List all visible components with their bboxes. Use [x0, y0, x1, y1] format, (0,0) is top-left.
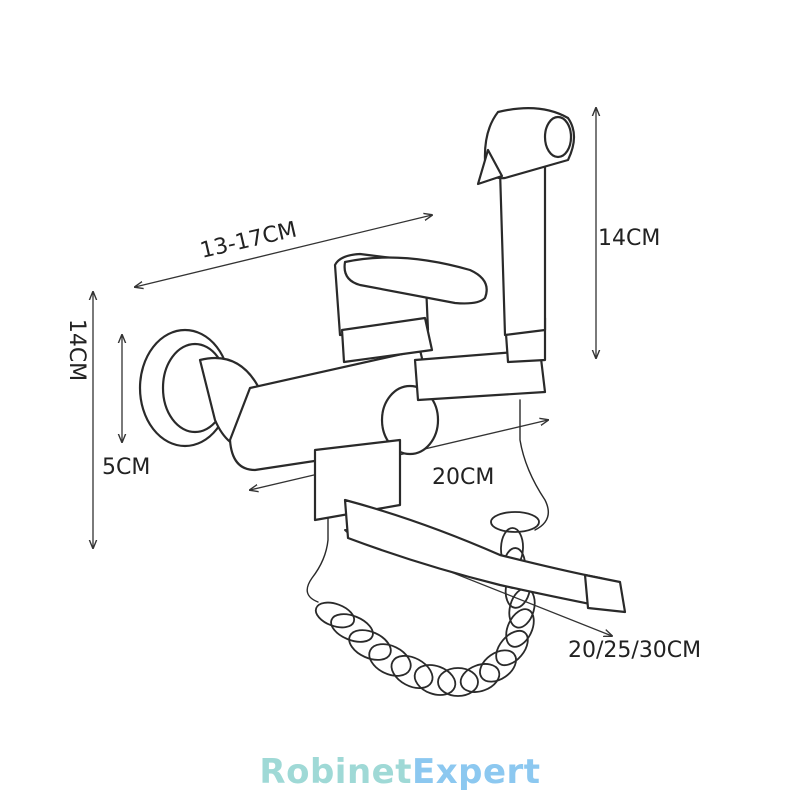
brand-name-part1: Robinet [259, 752, 412, 792]
hand-sprayer [476, 107, 576, 337]
spout-tip [583, 573, 627, 614]
cartridge-collar [340, 316, 434, 364]
brand-logo: RobinetExpert [0, 752, 800, 792]
body-end-cap [380, 384, 440, 456]
wall-offset-label: 5CM [102, 455, 150, 480]
spout-length-label: 20/25/30CM [568, 638, 701, 663]
sprayer-trigger [476, 148, 504, 186]
spout [343, 498, 624, 609]
faucet-illustration [138, 107, 627, 697]
lever-handle [343, 256, 488, 305]
sprayer-height-label: 14CM [598, 226, 660, 251]
width-range-label: 13-17CM [198, 217, 299, 263]
spout-stem [313, 438, 402, 522]
hose-ring [490, 511, 540, 533]
width-dimension-line [135, 215, 432, 287]
brand-name-part2: Expert [411, 752, 541, 792]
body-height-label: 14CM [64, 319, 89, 381]
body-width-label: 20CM [432, 465, 494, 490]
